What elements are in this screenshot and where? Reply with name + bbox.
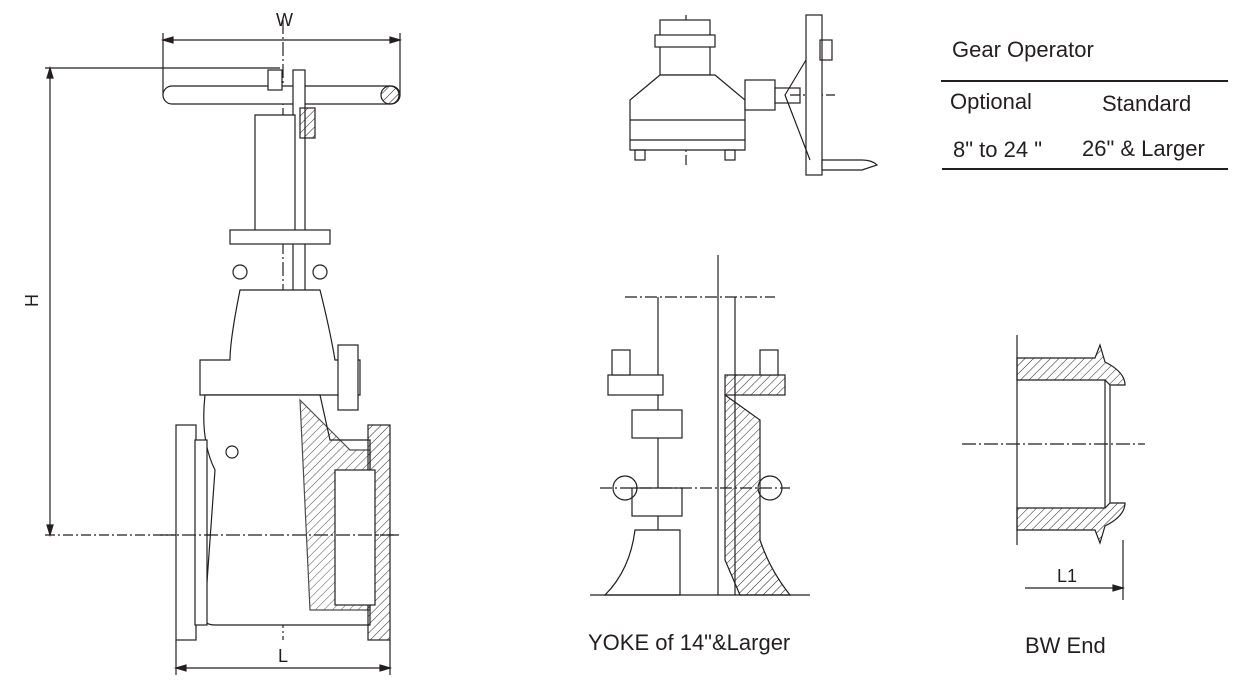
l-dimension-line xyxy=(173,640,393,675)
h-dimension-line xyxy=(45,65,400,538)
bw-end-drawing xyxy=(962,335,1145,600)
w-dimension-line xyxy=(160,33,403,95)
table-divider xyxy=(941,80,1228,82)
standard-header: Standard xyxy=(1102,91,1192,116)
w-dimension-label: W xyxy=(276,10,293,30)
h-dimension-label: H xyxy=(22,294,42,307)
gear-operator-drawing xyxy=(629,14,879,176)
standard-value: 26" & Larger xyxy=(1082,136,1205,161)
optional-header: Optional xyxy=(950,89,1032,114)
table-divider xyxy=(942,168,1228,170)
l1-dimension-label: L1 xyxy=(1057,566,1078,586)
optional-value: 8" to 24 " xyxy=(953,137,1043,162)
yoke-detail-drawing xyxy=(590,255,810,596)
l-dimension-label: L xyxy=(278,646,289,666)
bw-end-caption: BW End xyxy=(1025,633,1106,658)
gate-valve-section xyxy=(160,20,401,641)
yoke-caption: YOKE of 14"&Larger xyxy=(588,630,791,655)
gear-table-title: Gear Operator xyxy=(952,37,1094,62)
